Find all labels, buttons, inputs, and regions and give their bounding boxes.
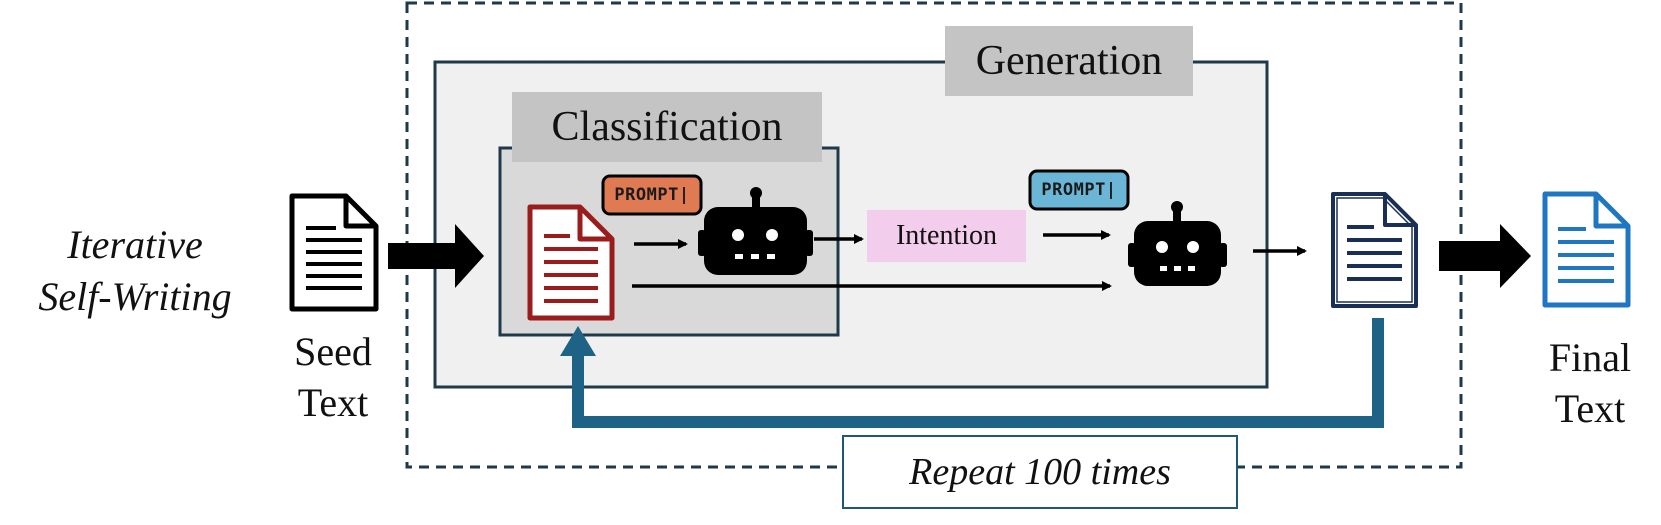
output-arrow: [1439, 224, 1531, 288]
generated-document-icon: [1331, 192, 1418, 308]
classification-label: Classification: [512, 92, 822, 162]
feedback-arrowhead: [560, 326, 596, 356]
final-document-icon: [1542, 191, 1631, 308]
classifier-prompt-tag: PROMPT|: [614, 185, 690, 205]
intention-box: Intention: [867, 210, 1026, 262]
feedback-loop-arrow: [572, 318, 1384, 428]
seed-label-line2: Text: [297, 380, 369, 425]
classifier-prompt-tag-bg: [601, 174, 703, 216]
repeat-count-label: Repeat 100 times: [842, 435, 1238, 509]
generation-label: Generation: [945, 26, 1193, 96]
generator-prompt-tag-bg: [1028, 169, 1130, 211]
classifier-robot-icon: [698, 187, 813, 275]
current-text-document-icon: [527, 204, 615, 321]
process-title-line1: Iterative: [67, 222, 203, 267]
input-arrow: [388, 224, 484, 288]
final-label-line1: Final: [1548, 335, 1632, 380]
process-title-line2: Self-Writing: [38, 274, 232, 319]
final-label-line2: Text: [1554, 386, 1626, 431]
generator-prompt-tag: PROMPT|: [1041, 180, 1117, 200]
seed-document-icon: [289, 193, 379, 312]
seed-label-line1: Seed: [294, 329, 372, 374]
generator-robot-icon: [1128, 201, 1227, 286]
